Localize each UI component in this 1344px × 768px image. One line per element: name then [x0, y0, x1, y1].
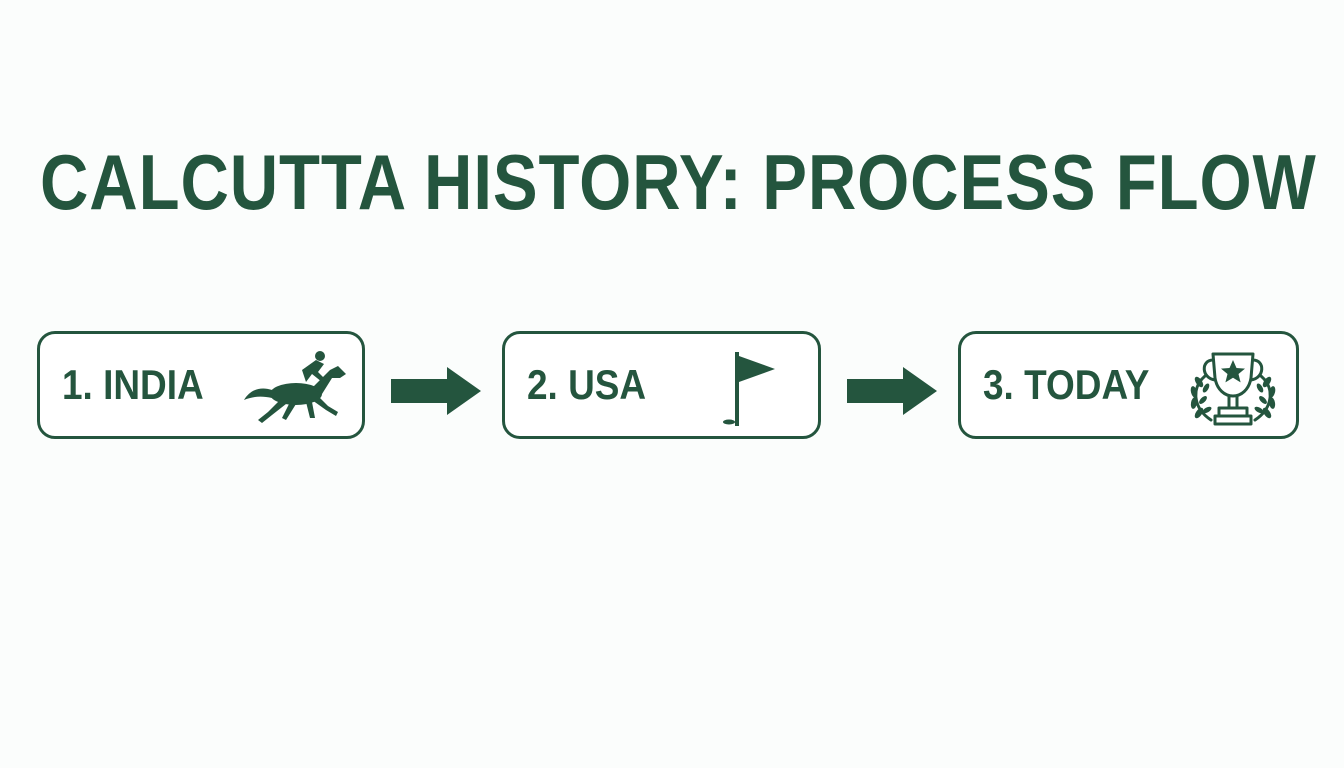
step-usa: 2. USA — [502, 331, 821, 439]
horse-racing-icon — [244, 351, 346, 423]
right-arrow-icon — [391, 367, 481, 415]
right-arrow-icon — [847, 367, 937, 415]
golf-flag-icon — [723, 352, 775, 426]
trophy-laurel-icon — [1190, 352, 1276, 426]
step-label: 1. INDIA — [62, 361, 204, 408]
step-label: 2. USA — [527, 361, 647, 408]
step-today: 3. TODAY — [958, 331, 1299, 439]
step-label: 3. TODAY — [983, 361, 1150, 408]
diagram-title: CALCUTTA HISTORY: PROCESS FLOW — [40, 138, 1317, 226]
step-india: 1. INDIA — [37, 331, 365, 439]
